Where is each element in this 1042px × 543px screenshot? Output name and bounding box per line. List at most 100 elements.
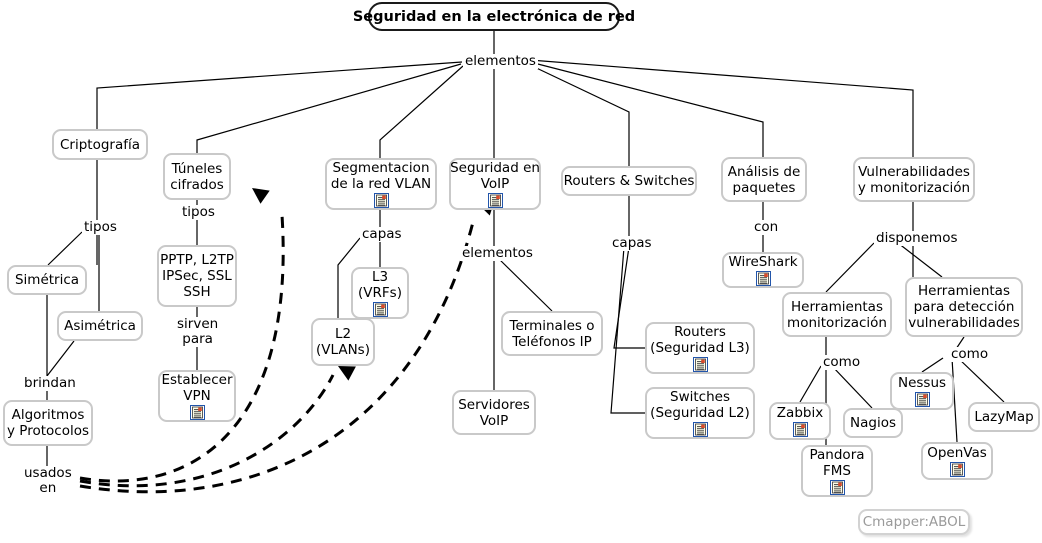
node-seguridad-voip-line: VoIP — [480, 176, 510, 192]
link-label-capas-vlan[interactable]: capas — [360, 227, 404, 242]
edge-elementos-to-tuneles — [196, 63, 462, 153]
resource-document-icon[interactable] — [373, 193, 389, 208]
node-switches-l2[interactable]: Switches(Seguridad L2) — [645, 387, 755, 439]
link-label-como-vuln-line: como — [951, 346, 989, 362]
node-vulnerabilidades-line: Vulnerabilidades — [858, 163, 970, 180]
node-asimetrica[interactable]: Asimétrica — [57, 311, 143, 341]
node-openvas-line: OpenVas — [927, 445, 987, 461]
edge-disponemos-to-herrvuln — [897, 242, 943, 278]
edge-capas-to-switchesl2 — [610, 246, 645, 414]
resource-document-icon[interactable] — [692, 357, 708, 372]
node-asimetrica-label: Asimétrica — [64, 318, 136, 334]
link-label-brindan[interactable]: brindan — [22, 376, 78, 391]
link-label-como-monitor[interactable]: como — [821, 354, 863, 370]
edge-elementos-to-analisis — [529, 61, 764, 157]
link-label-disponemos[interactable]: disponemos — [874, 231, 960, 246]
link-label-como-vuln[interactable]: como — [949, 346, 991, 362]
node-switches-l2-line: (Seguridad L2) — [650, 405, 750, 421]
node-openvas[interactable]: OpenVas — [921, 442, 993, 480]
node-lazymap-label: LazyMap — [974, 409, 1033, 425]
node-zabbix-line: Zabbix — [776, 405, 824, 421]
node-simetrica[interactable]: Simétrica — [7, 265, 87, 295]
resource-document-icon[interactable] — [692, 422, 708, 437]
resource-document-icon[interactable] — [949, 462, 965, 477]
edge-como2-to-lazymap — [957, 357, 1005, 403]
node-nessus-label: Nessus — [898, 375, 946, 391]
node-l2-vlans[interactable]: L2(VLANs) — [311, 318, 375, 366]
edge-disponemos-to-herrmon — [825, 242, 875, 293]
link-label-usados-en-line: en — [39, 480, 57, 496]
node-algoritmos-line: y Protocolos — [7, 423, 89, 439]
link-label-con-analisis[interactable]: con — [752, 220, 781, 235]
node-pptp-line: IPSec, SSL — [162, 268, 232, 284]
root-node[interactable]: Seguridad en la electrónica de red — [353, 2, 635, 31]
link-label-tipos-tuneles[interactable]: tipos — [180, 205, 217, 220]
link-label-capas-routers[interactable]: capas — [610, 236, 654, 251]
node-analisis-line: paquetes — [732, 179, 796, 196]
node-switches-l2-line: Switches — [670, 389, 730, 405]
node-nagios[interactable]: Nagios — [843, 408, 903, 438]
resource-document-icon[interactable] — [755, 271, 771, 286]
node-nessus[interactable]: Nessus — [890, 372, 954, 410]
node-l3-vrfs-line: (VRFs) — [358, 285, 402, 301]
link-label-elementos-voip-line: elementos — [462, 245, 533, 261]
node-nagios-line: Nagios — [850, 415, 896, 431]
node-routers-l3[interactable]: Routers(Seguridad L3) — [645, 322, 755, 374]
node-wireshark-label: WireShark — [728, 254, 797, 270]
node-lazymap[interactable]: LazyMap — [968, 402, 1040, 432]
link-label-disponemos-line: disponemos — [876, 230, 958, 246]
node-establecer-vpn-line: Establecer — [161, 372, 233, 388]
edge-elementos-to-routers — [527, 63, 630, 166]
node-segmentacion-line: de la red VLAN — [330, 176, 432, 192]
node-terminales-line: Teléfonos IP — [512, 333, 592, 350]
link-label-elementos-root[interactable]: elementos — [463, 54, 538, 69]
node-wireshark-line: WireShark — [728, 254, 798, 270]
resource-document-icon[interactable] — [372, 302, 388, 317]
link-label-tipos-tuneles-line: tipos — [182, 204, 215, 220]
node-establecer-vpn-line: VPN — [183, 388, 211, 404]
link-label-tipos-cripto[interactable]: tipos — [82, 220, 119, 235]
node-pandora-line: Pandora — [809, 447, 865, 463]
node-vulnerabilidades-line: y monitorización — [857, 179, 971, 196]
node-nessus-line: Nessus — [897, 375, 947, 391]
node-routers-switches[interactable]: Routers & Switches — [561, 166, 697, 196]
node-l3-vrfs[interactable]: L3(VRFs) — [351, 267, 409, 319]
link-label-elementos-voip[interactable]: elementos — [460, 246, 535, 261]
resource-document-icon[interactable] — [914, 392, 930, 407]
cmapper-watermark: Cmapper:ABOL — [858, 509, 970, 535]
node-simetrica-line: Simétrica — [14, 272, 80, 288]
node-zabbix[interactable]: Zabbix — [769, 402, 831, 440]
edge-asimetrica-to-brindan — [46, 340, 75, 377]
node-nagios-label: Nagios — [850, 415, 896, 431]
link-label-como-monitor-line: como — [823, 354, 861, 370]
node-criptografia[interactable]: Criptografía — [52, 129, 148, 160]
node-wireshark[interactable]: WireShark — [722, 252, 804, 288]
resource-document-icon[interactable] — [487, 193, 503, 208]
node-simetrica-label: Simétrica — [15, 272, 79, 288]
resource-document-icon[interactable] — [189, 405, 205, 420]
resource-document-icon[interactable] — [829, 480, 845, 495]
arrowhead-usados-to-tuneles — [252, 188, 270, 204]
node-herr-monitor-line: Herramientas — [791, 298, 883, 315]
node-segmentacion-line: Segmentacion — [332, 160, 430, 176]
resource-document-icon[interactable] — [792, 422, 808, 437]
edge-tipos-to-simetrica — [47, 231, 83, 266]
